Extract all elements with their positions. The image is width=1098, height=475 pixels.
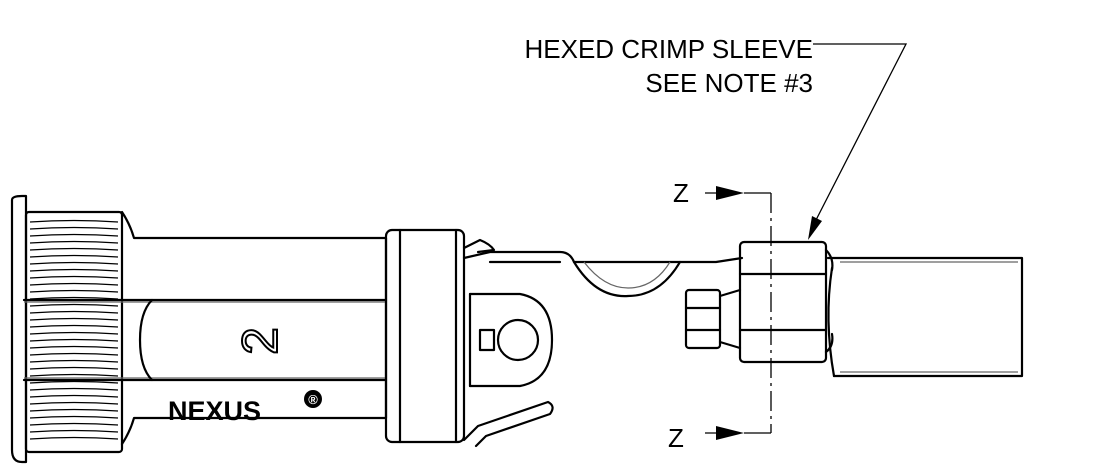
thread-ridge (29, 254, 119, 258)
section-line-z: Z Z (668, 178, 772, 453)
rear-collar (384, 228, 466, 444)
brand-logo: NEXUS (168, 396, 261, 426)
leader-arrowhead (808, 216, 822, 240)
latch-clip-bottom (462, 400, 554, 448)
thread-ridge (29, 401, 119, 405)
thread-ridge (29, 240, 119, 244)
thread-ridge (29, 373, 119, 377)
thread-ridge (29, 429, 119, 433)
section-arrow-bottom (716, 426, 744, 440)
thread-ridge (29, 436, 119, 440)
thread-ridge (29, 247, 119, 251)
latch-clip-top (462, 238, 496, 254)
svg-text:®: ® (308, 392, 318, 407)
thread-ridge (29, 366, 119, 370)
front-flange (10, 194, 28, 464)
position-numeral: 2 (232, 327, 288, 355)
section-label-top: Z (673, 178, 689, 208)
section-arrow-top (716, 186, 744, 200)
thread-ridge (29, 296, 119, 300)
thread-ridge (29, 380, 119, 384)
thread-ridge (29, 317, 119, 321)
thread-ridge (29, 387, 119, 391)
leader-line (813, 43, 908, 221)
thread-ridge (29, 331, 119, 335)
thread-ridge (29, 275, 119, 279)
thread-ridge (29, 338, 119, 342)
thread-ridge (29, 422, 119, 426)
thread-ridge (29, 352, 119, 356)
thread-ridge (29, 408, 119, 412)
thread-ridge (29, 345, 119, 349)
cable-jacket (826, 256, 1024, 378)
thread-ridge (29, 359, 119, 363)
pin-stub (684, 288, 742, 350)
thread-ridge (29, 415, 119, 419)
thread-ridge (29, 261, 119, 265)
thread-ridge (29, 303, 119, 307)
thread-ridge (29, 268, 119, 272)
connector-body: 2 NEXUS ® (10, 194, 1024, 464)
thread-ridge (29, 219, 119, 223)
thread-ridge (29, 394, 119, 398)
callout-annotation: HEXED CRIMP SLEEVE SEE NOTE #3 (524, 34, 908, 240)
contact-terminal (462, 250, 744, 388)
threaded-section (24, 210, 124, 454)
thread-ridge (29, 289, 119, 293)
thread-ridge (29, 324, 119, 328)
thread-ridge (29, 282, 119, 286)
crimp-sleeve (738, 240, 834, 364)
registered-mark: ® (304, 390, 322, 408)
thread-lines (29, 219, 119, 440)
thread-ridge (29, 226, 119, 230)
callout-line-2: SEE NOTE #3 (645, 68, 813, 98)
thread-ridge (29, 233, 119, 237)
callout-line-1: HEXED CRIMP SLEEVE (524, 34, 813, 64)
section-label-bottom: Z (668, 423, 684, 453)
thread-ridge (29, 310, 119, 314)
